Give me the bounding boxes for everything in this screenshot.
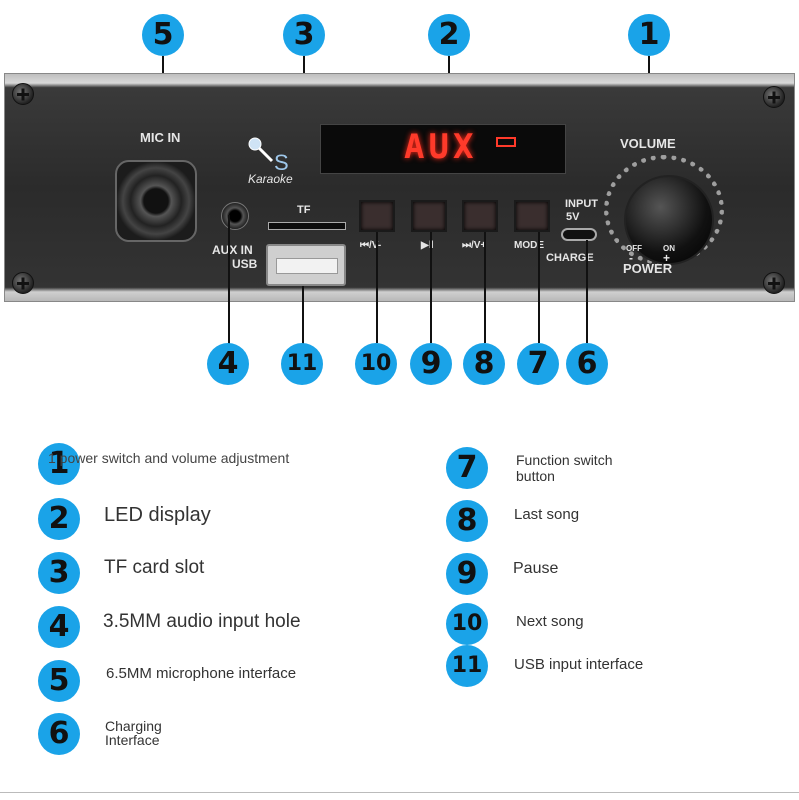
microphone-icon bbox=[246, 135, 276, 170]
leader-line-11 bbox=[302, 286, 304, 344]
callout-4: 4 bbox=[207, 343, 249, 385]
leader-line-10 bbox=[376, 232, 378, 343]
plus-label: + bbox=[663, 251, 671, 265]
callout-11: 11 bbox=[281, 343, 323, 385]
karaoke-brand: Karaoke bbox=[248, 172, 293, 186]
callout-2: 2 bbox=[428, 14, 470, 56]
legend-badge-6: 6 bbox=[38, 713, 80, 755]
callout-3: 3 bbox=[283, 14, 325, 56]
legend-badge-4: 4 bbox=[38, 606, 80, 648]
battery-icon bbox=[496, 137, 516, 147]
screw-icon bbox=[12, 83, 34, 105]
bottom-divider bbox=[0, 792, 799, 793]
mic-jack[interactable] bbox=[115, 160, 197, 242]
leader-line-7 bbox=[538, 232, 540, 343]
input-voltage-label: 5V bbox=[566, 211, 580, 223]
callout-9: 9 bbox=[410, 343, 452, 385]
brand-letter: S bbox=[274, 150, 289, 175]
legend-item-2: LED display bbox=[104, 504, 211, 526]
on-label: ON bbox=[663, 244, 675, 253]
prev-button-label: ⏮/V- bbox=[360, 240, 382, 251]
leader-line-4 bbox=[228, 215, 230, 345]
legend-item-11: USB input interface bbox=[514, 656, 644, 673]
callout-6: 6 bbox=[566, 343, 608, 385]
legend-badge-3: 3 bbox=[38, 552, 80, 594]
legend-item-9: Pause bbox=[513, 560, 559, 577]
callout-8: 8 bbox=[463, 343, 505, 385]
legend-item-10: Next song bbox=[516, 613, 584, 630]
leader-line-9 bbox=[430, 232, 432, 343]
legend-item-3: TF card slot bbox=[104, 557, 205, 578]
mode-button[interactable] bbox=[514, 200, 550, 232]
screw-icon bbox=[763, 86, 785, 108]
legend-badge-8: 8 bbox=[446, 500, 488, 542]
prev-volume-down-button[interactable] bbox=[359, 200, 395, 232]
legend-item-1: 1 power switch and volume adjustment bbox=[48, 450, 290, 466]
minus-label: - bbox=[629, 251, 633, 265]
leader-line-6 bbox=[586, 240, 588, 343]
next-button-label: ⏭/V+ bbox=[462, 240, 487, 251]
led-display-text: AUX bbox=[404, 127, 478, 167]
legend-item-6: Charging Interface bbox=[105, 718, 162, 748]
aux-jack[interactable] bbox=[221, 202, 249, 230]
legend-badge-10: 10 bbox=[446, 603, 488, 645]
callout-10: 10 bbox=[355, 343, 397, 385]
legend-badge-2: 2 bbox=[38, 498, 80, 540]
play-pause-button[interactable] bbox=[411, 200, 447, 232]
screw-icon bbox=[763, 272, 785, 294]
legend-item-8: Last song bbox=[514, 506, 580, 523]
callout-1: 1 bbox=[628, 14, 670, 56]
legend-item-4: 3.5MM audio input hole bbox=[103, 611, 301, 632]
legend-item-5: 6.5MM microphone interface bbox=[106, 665, 297, 682]
leader-line-8 bbox=[484, 232, 486, 343]
play-pause-label: ▶‖ bbox=[421, 240, 434, 251]
legend-item-7: Function switch button bbox=[516, 452, 613, 484]
legend-badge-11: 11 bbox=[446, 645, 488, 687]
usb-label: USB bbox=[232, 257, 258, 271]
charge-label: CHARGE bbox=[546, 252, 594, 264]
led-display bbox=[320, 124, 566, 174]
charging-port[interactable] bbox=[561, 228, 597, 241]
legend-badge-5: 5 bbox=[38, 660, 80, 702]
volume-knob[interactable] bbox=[624, 175, 714, 265]
power-label: POWER bbox=[623, 261, 673, 276]
legend-badge-1: 1 bbox=[38, 443, 80, 485]
input-label: INPUT bbox=[565, 198, 598, 210]
tf-label: TF bbox=[297, 204, 311, 216]
aux-in-label: AUX IN bbox=[212, 243, 253, 257]
screw-icon bbox=[12, 272, 34, 294]
mode-button-label: MODE bbox=[514, 240, 544, 251]
usb-port[interactable] bbox=[266, 244, 346, 286]
mic-in-label: MIC IN bbox=[140, 130, 181, 145]
volume-label: VOLUME bbox=[620, 136, 676, 151]
callout-7: 7 bbox=[517, 343, 559, 385]
next-volume-up-button[interactable] bbox=[462, 200, 498, 232]
tf-card-slot[interactable] bbox=[268, 222, 346, 230]
off-label: OFF bbox=[626, 244, 642, 253]
legend-badge-9: 9 bbox=[446, 553, 488, 595]
legend-badge-7: 7 bbox=[446, 447, 488, 489]
callout-5: 5 bbox=[142, 14, 184, 56]
